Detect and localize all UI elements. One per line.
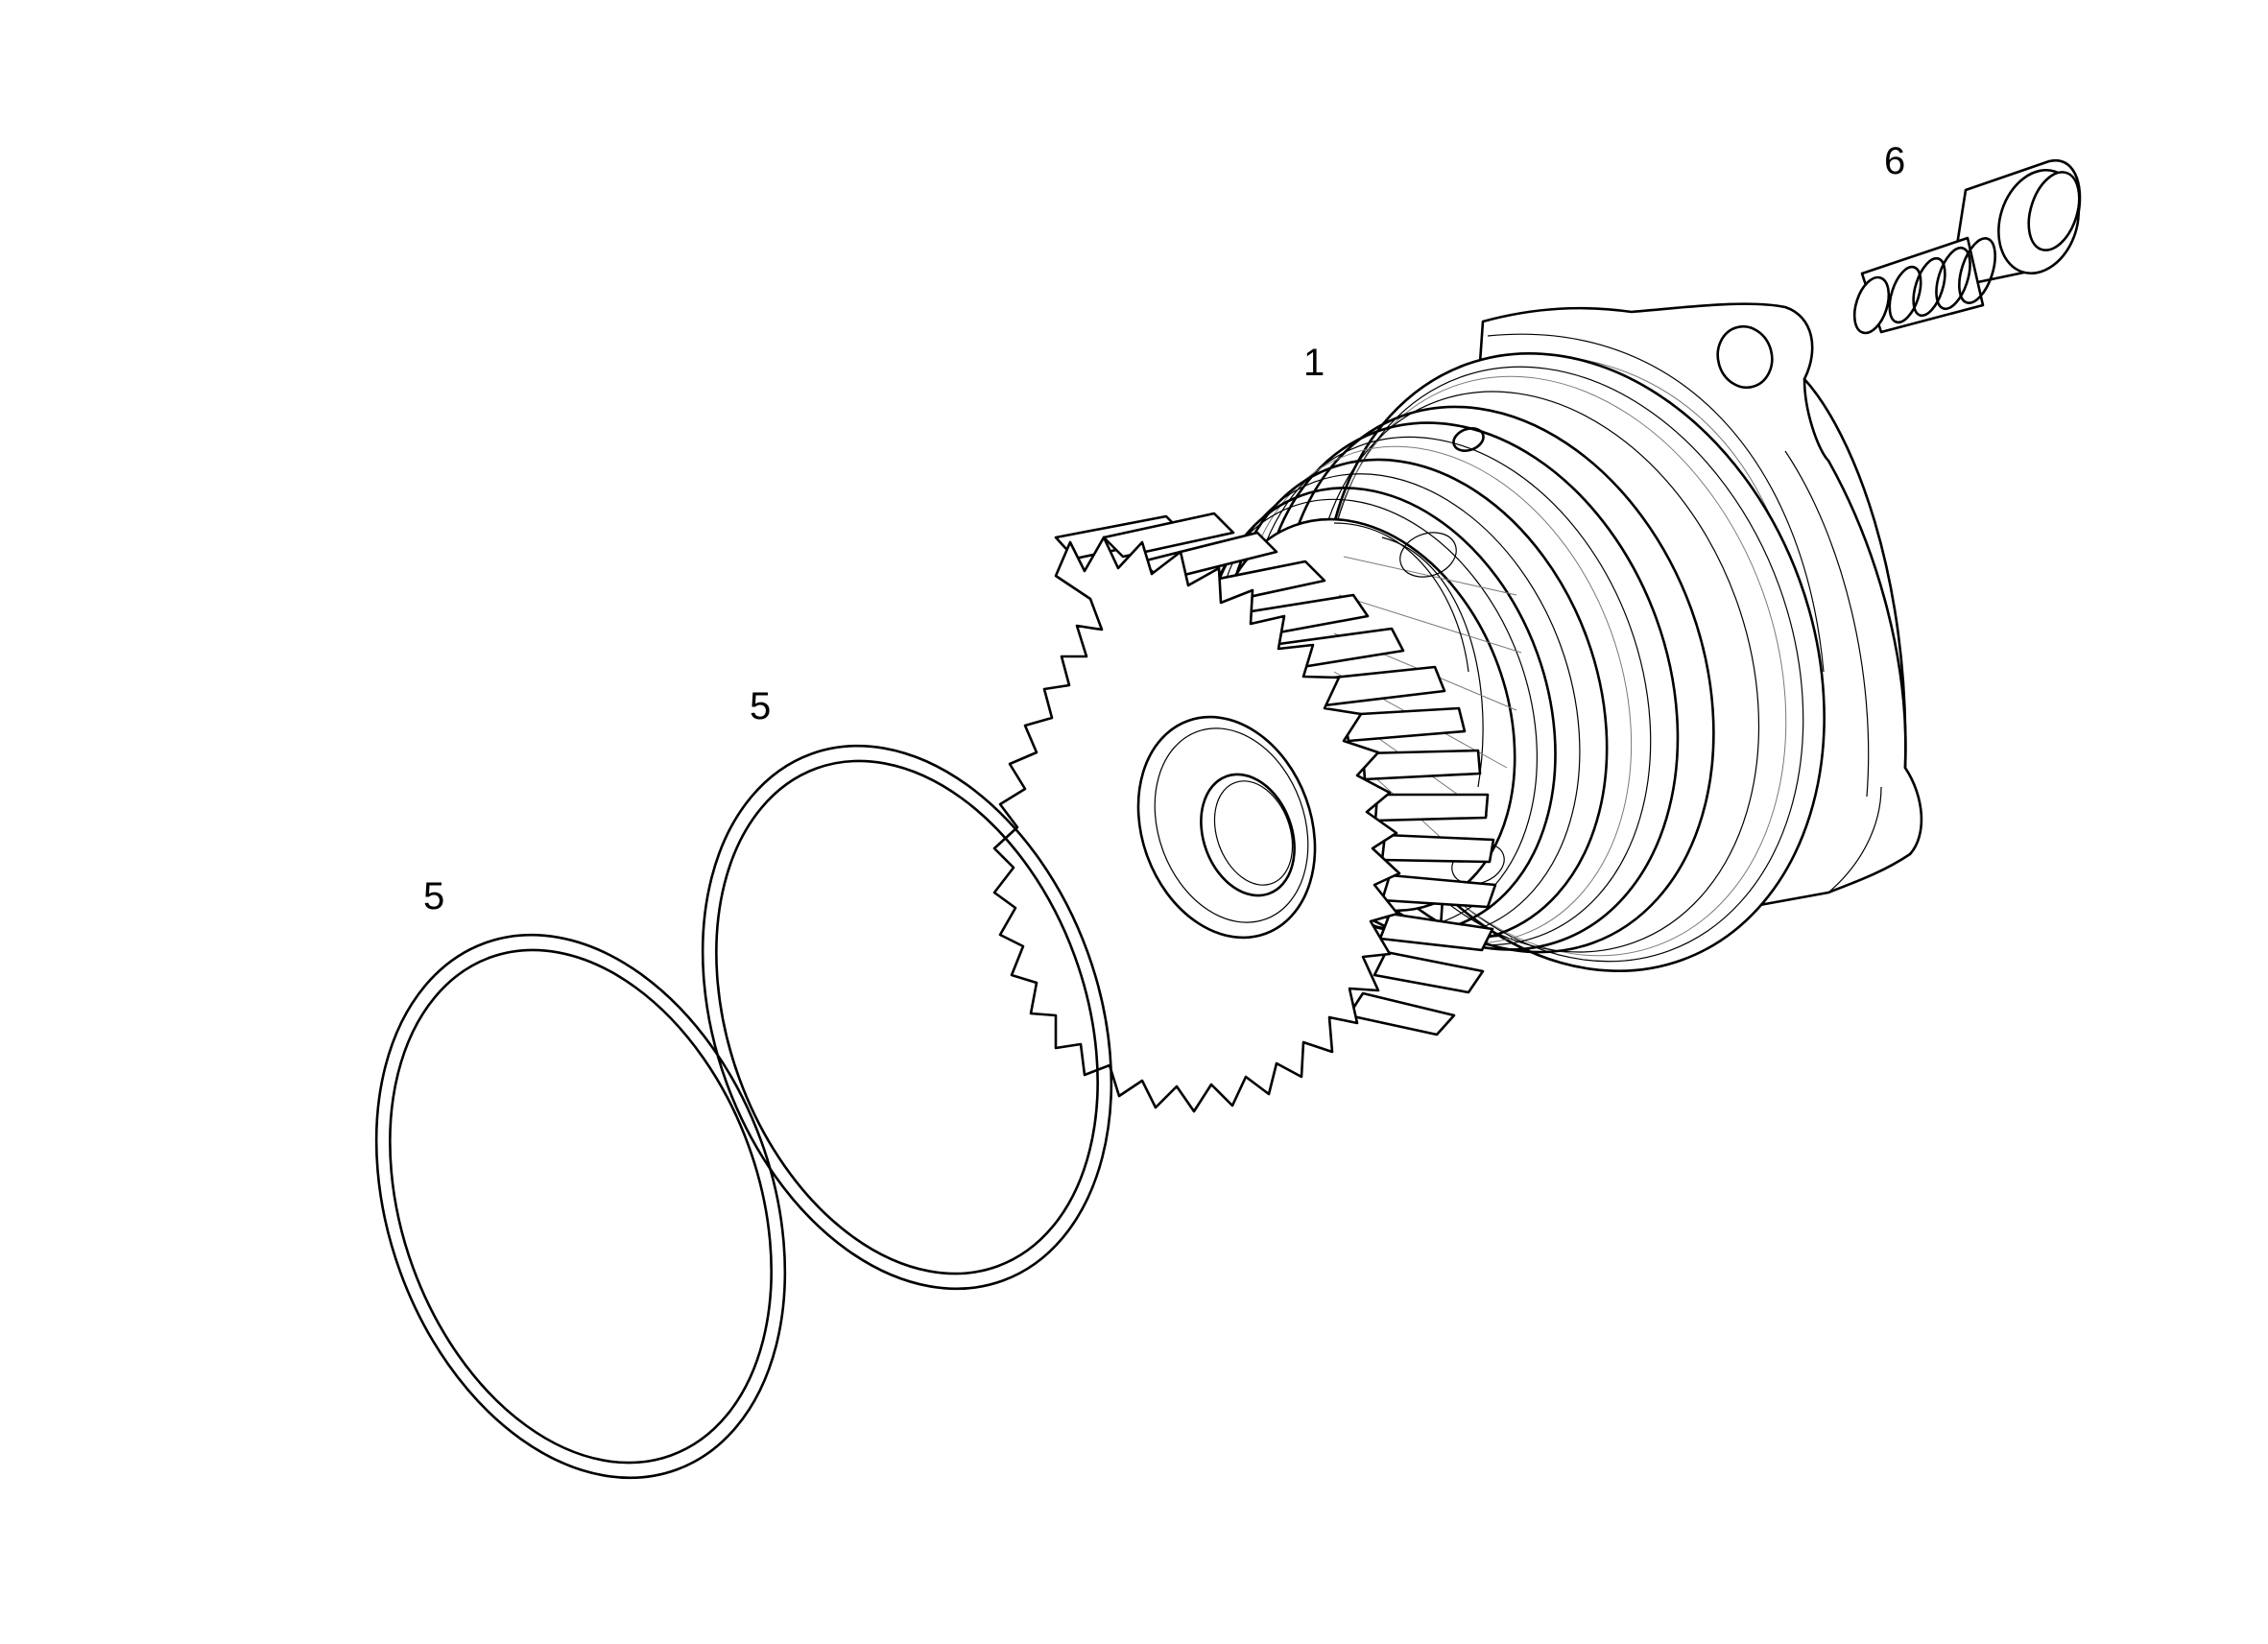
callout-label-screw: 6 xyxy=(1884,140,1906,182)
callout-label-ring-upper: 5 xyxy=(750,685,772,727)
screw-part-6 xyxy=(1852,158,2082,335)
o-ring-upper-part-5 xyxy=(701,744,1113,1291)
o-ring-lower-part-5 xyxy=(374,933,787,1480)
drive-gear xyxy=(992,512,1497,1113)
callout-label-pump: 1 xyxy=(1303,342,1325,384)
callout-label-ring-lower: 5 xyxy=(423,875,445,917)
